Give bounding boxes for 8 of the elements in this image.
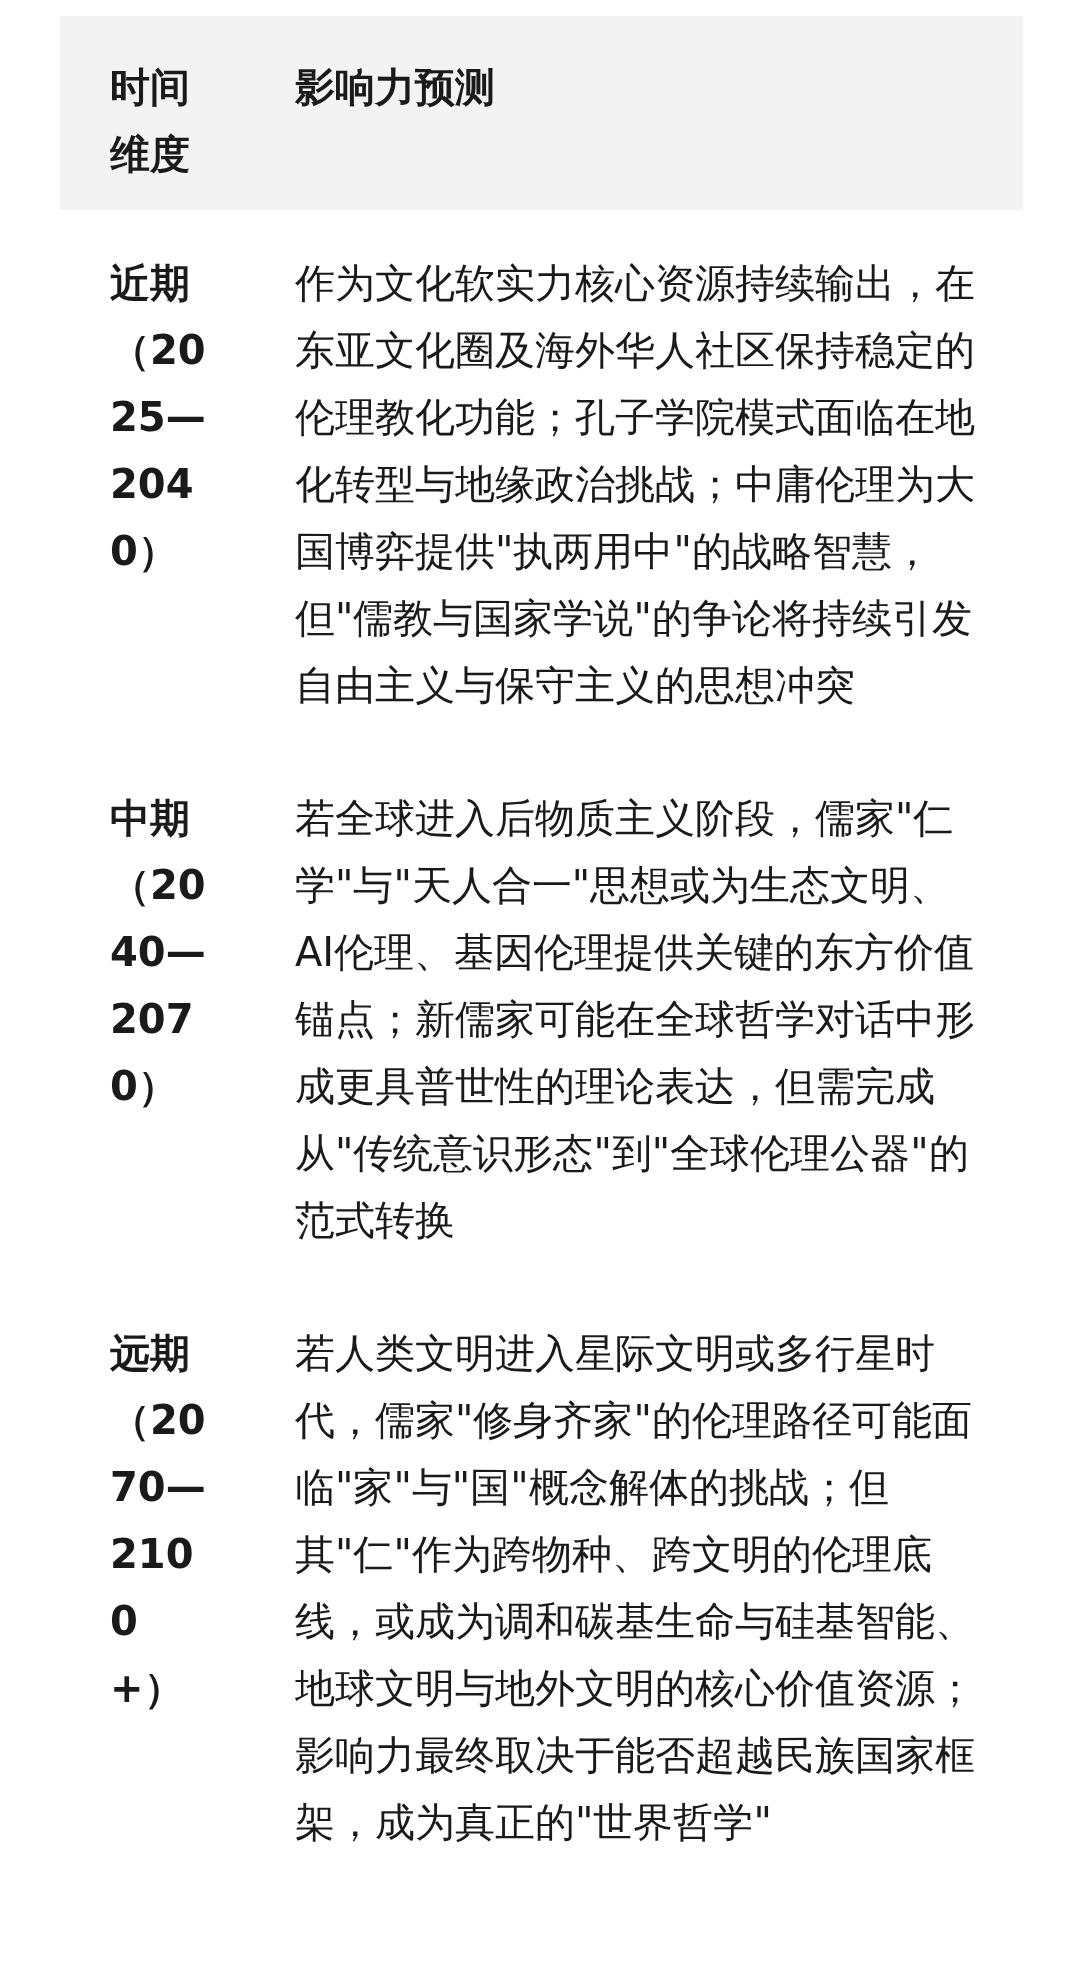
time-period-cell-text: 中期（2040—2070） [110,794,207,1111]
forecast-cell-text: 若人类文明进入星际文明或多行星时代，儒家"修身齐家"的伦理路径可能面临"家"与"国"概念解体的挑战；但其"仁"作为跨物种、跨文明的伦理底线，或成为调和碳基生命与硅基智能、地球文明与地外文明的核心价值资源；影响力最终取决于能否超越民族国家框架，成为真正的"世界哲学" [295,1329,976,1847]
time-period-cell-text: 近期（2025—2040） [110,259,207,576]
forecast-cell-text: 作为文化软实力核心资源持续输出，在东亚文化圈及海外华人社区保持稳定的伦理教化功能；孔子学院模式面临在地化转型与地缘政治挑战；中庸伦理为大国博弈提供"执两用中"的战略智慧，但"儒教与国家学说"的争论将持续引发自由主义与保守主义的思想冲突 [295,259,976,710]
time-period-cell-text: 远期（2070—2100+） [110,1329,207,1713]
column-header: 影响力预测 [295,63,496,112]
forecast-cell-text: 若全球进入后物质主义阶段，儒家"仁学"与"天人合一"思想或为生态文明、AI伦理、基因伦理提供关键的东方价值锚点；新儒家可能在全球哲学对话中形成更具普世性的理论表达，但需完成从"传统意识形态"到"全球伦理公器"的范式转换 [295,794,976,1245]
column-header: 时间维度 [110,63,191,179]
